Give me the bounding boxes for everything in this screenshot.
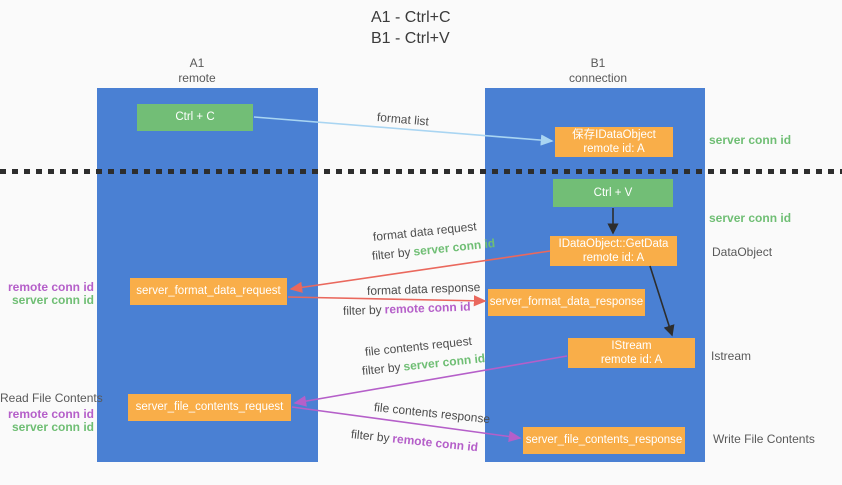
column-b1-header: B1 connection <box>488 56 708 86</box>
remote-conn-id-text: remote conn id <box>384 299 471 317</box>
diagram-title: A1 - Ctrl+C B1 - Ctrl+V <box>371 7 451 49</box>
column-a1-subtitle: remote <box>178 71 216 85</box>
server-file-contents-request-node: server_file_contents_request <box>128 394 291 421</box>
ctrl-v-node: Ctrl + V <box>553 179 673 207</box>
ctrl-c-label: Ctrl + C <box>175 111 215 123</box>
remote-conn-id-label-left-1: remote conn id <box>7 280 94 294</box>
filter-by-text: filter by <box>350 427 391 446</box>
file-response-label: server_file_contents_response <box>525 434 683 446</box>
write-file-contents-label: Write File Contents <box>713 432 815 446</box>
server-file-contents-response-node: server_file_contents_response <box>523 427 685 454</box>
dotted-boundary-divider <box>0 169 842 174</box>
filter-by-text: filter by <box>371 244 412 263</box>
server-conn-id-label-left-1: server conn id <box>11 293 94 307</box>
format-response-label: server_format_data_response <box>489 296 644 308</box>
file-contents-response-label: file contents response <box>373 400 491 426</box>
file-request-label: server_file_contents_request <box>135 401 284 413</box>
remote-conn-id-text: remote conn id <box>391 431 479 455</box>
column-b1-subtitle: connection <box>568 71 628 85</box>
server-conn-id-label-left-2: server conn id <box>11 420 94 434</box>
format-request-label: server_format_data_request <box>136 285 281 297</box>
server-conn-id-label-right-1: server conn id <box>709 133 792 147</box>
format-data-response-label: format data response <box>367 280 481 298</box>
format-list-text: format list <box>376 110 430 129</box>
save-idataobject-line2: remote id: A <box>583 142 645 155</box>
file-contents-response-text: file contents response <box>373 400 491 427</box>
save-idataobject-line1: 保存IDataObject <box>572 129 656 141</box>
filter-by-text: filter by <box>342 302 382 318</box>
title-line-2: B1 - Ctrl+V <box>371 30 450 47</box>
column-b1-name: B1 <box>590 56 606 70</box>
server-format-data-request-node: server_format_data_request <box>130 278 287 305</box>
server-conn-id-label-right-2: server conn id <box>709 211 792 225</box>
ctrl-c-node: Ctrl + C <box>137 104 253 131</box>
getdata-line2: remote id: A <box>582 251 645 264</box>
istream-line2: remote id: A <box>600 353 663 366</box>
idataobject-getdata-node: IDataObject::GetData remote id: A <box>550 236 677 266</box>
server-format-data-response-node: server_format_data_response <box>488 289 645 316</box>
column-a1-name: A1 <box>189 56 205 70</box>
read-file-contents-label: Read File Contents <box>0 391 103 405</box>
save-idataobject-node: 保存IDataObject remote id: A <box>555 127 673 157</box>
istream-line1: IStream <box>611 340 652 352</box>
getdata-line1: IDataObject::GetData <box>558 238 669 250</box>
server-conn-id-text: server conn id <box>402 351 486 374</box>
server-conn-id-text: server conn id <box>412 236 496 259</box>
filter-by-text: filter by <box>361 359 402 378</box>
format-list-label: format list <box>376 110 429 128</box>
format-data-response-text: format data response <box>366 280 481 298</box>
title-line-1: A1 - Ctrl+C <box>371 9 451 26</box>
remote-conn-id-label-left-2: remote conn id <box>7 407 94 421</box>
dataobject-label: DataObject <box>712 245 773 259</box>
istream-side-label: Istream <box>711 349 752 363</box>
column-a1-header: A1 remote <box>97 56 297 86</box>
istream-node: IStream remote id: A <box>568 338 695 368</box>
ctrl-v-label: Ctrl + V <box>593 187 633 199</box>
